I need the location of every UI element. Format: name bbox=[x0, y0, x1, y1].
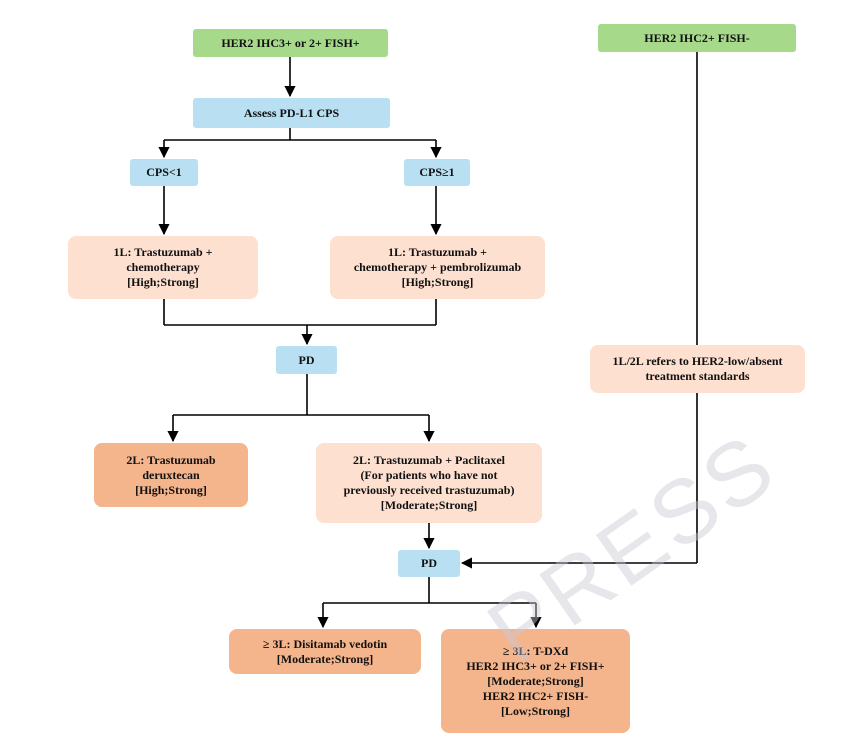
node-text-line: PD bbox=[298, 352, 315, 367]
second-line-trastuzumab-deruxtecan-node: 2L: Trastuzumab deruxtecan [High;Strong] bbox=[94, 443, 248, 507]
node-text-line: deruxtecan bbox=[142, 467, 200, 482]
node-text-line: [High;Strong] bbox=[135, 482, 207, 497]
node-text-line: [Low;Strong] bbox=[500, 703, 571, 718]
node-text-line: 1L: Trastuzumab + bbox=[387, 245, 488, 259]
node-text-line: 1L/2L refers to HER2-low/absent bbox=[612, 354, 783, 368]
node-text-line: (For patients who have not bbox=[360, 468, 498, 482]
second-line-trastuzumab-paclitaxel-node: 2L: Trastuzumab + Paclitaxel (For patien… bbox=[316, 443, 542, 523]
node-text-line: CPS<1 bbox=[146, 165, 182, 179]
node-text-line: PD bbox=[421, 556, 437, 570]
node-text-line: [Moderate;Strong] bbox=[380, 498, 478, 512]
node-text-line: chemotherapy bbox=[126, 260, 200, 274]
node-text-line: HER2 IHC3+ or 2+ FISH+ bbox=[221, 35, 360, 50]
node-text-line: Assess PD-L1 CPS bbox=[243, 105, 340, 120]
her2-positive-node: HER2 IHC3+ or 2+ FISH+ bbox=[193, 29, 388, 57]
assess-pdl1-cps-node: Assess PD-L1 CPS bbox=[193, 98, 390, 128]
node-text-line: 2L: Trastuzumab + Paclitaxel bbox=[352, 453, 506, 467]
node-text-line: 2L: Trastuzumab bbox=[126, 452, 216, 467]
node-text-line: HER2 IHC2+ FISH- bbox=[482, 688, 589, 703]
her2-low-absent-standards-node: 1L/2L refers to HER2-low/absent treatmen… bbox=[590, 345, 805, 393]
node-text-line: previously received trastuzumab) bbox=[343, 483, 515, 497]
progressive-disease-node-2: PD bbox=[398, 550, 460, 577]
node-text-line: [High;Strong] bbox=[401, 275, 474, 289]
node-text-line: ≥ 3L: T-DXd bbox=[502, 643, 569, 658]
node-text-line: [Moderate;Strong] bbox=[276, 651, 374, 666]
node-text-line: HER2 IHC2+ FISH- bbox=[644, 30, 750, 45]
node-text-line: HER2 IHC3+ or 2+ FISH+ bbox=[466, 658, 605, 673]
cps-at-least-1-node: CPS≥1 bbox=[404, 159, 470, 186]
node-text-line: CPS≥1 bbox=[419, 165, 455, 179]
node-text-line: 1L: Trastuzumab + bbox=[113, 245, 213, 259]
node-text-line: ≥ 3L: Disitamab vedotin bbox=[262, 636, 388, 651]
first-line-trastuzumab-chemo-pembrolizumab-node: 1L: Trastuzumab + chemotherapy + pembrol… bbox=[330, 236, 545, 299]
cps-less-than-1-node: CPS<1 bbox=[130, 159, 198, 186]
progressive-disease-node-1: PD bbox=[276, 346, 337, 374]
node-text-line: [High;Strong] bbox=[127, 275, 199, 289]
node-text-line: treatment standards bbox=[645, 369, 750, 383]
third-line-tdxd-node: ≥ 3L: T-DXd HER2 IHC3+ or 2+ FISH+ [Mode… bbox=[441, 629, 630, 733]
first-line-trastuzumab-chemo-node: 1L: Trastuzumab + chemotherapy [High;Str… bbox=[68, 236, 258, 299]
third-line-disitamab-vedotin-node: ≥ 3L: Disitamab vedotin [Moderate;Strong… bbox=[229, 629, 421, 674]
node-text-line: [Moderate;Strong] bbox=[487, 673, 584, 688]
node-text-line: chemotherapy + pembrolizumab bbox=[353, 260, 522, 274]
her2-ihc2-fish-negative-node: HER2 IHC2+ FISH- bbox=[598, 24, 796, 52]
